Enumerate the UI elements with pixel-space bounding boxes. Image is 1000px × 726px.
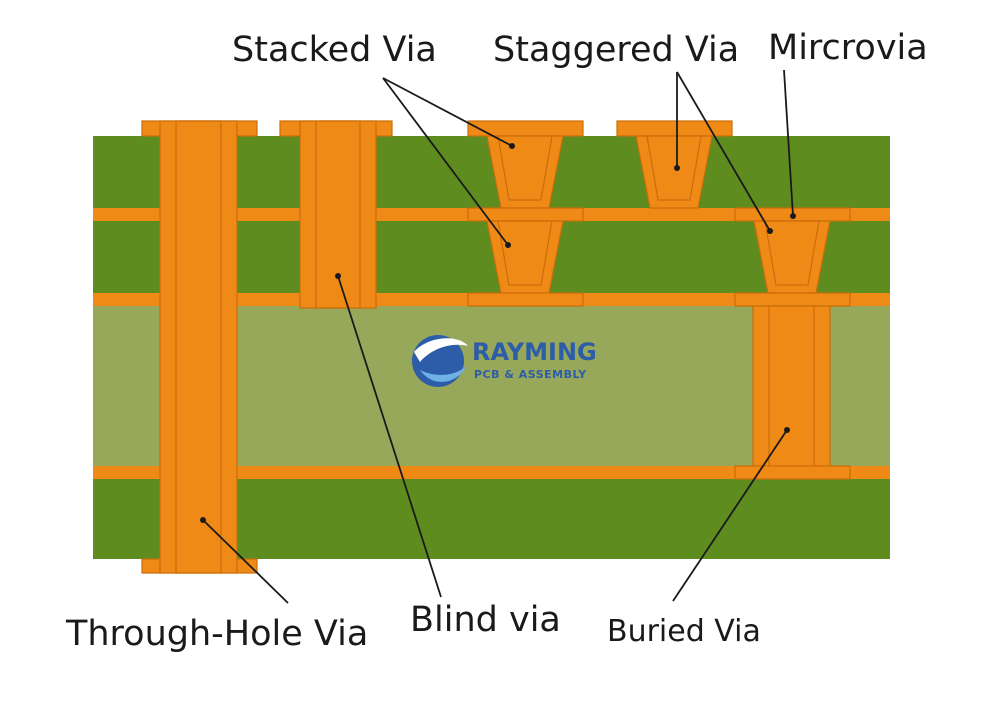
through-hole-leader bbox=[202, 519, 289, 604]
stacked-leader-2 bbox=[382, 77, 509, 246]
stacked-via-upper-inner bbox=[497, 135, 553, 201]
stacked-dot-1 bbox=[509, 143, 515, 149]
logo-name: RAYMING bbox=[472, 338, 597, 366]
stacked-via-top-pad bbox=[467, 120, 584, 137]
microvia-bottom-pad bbox=[734, 292, 851, 307]
buried-leader bbox=[672, 429, 788, 602]
copper-plane-3 bbox=[93, 466, 890, 479]
microvia-leader bbox=[783, 69, 794, 217]
stacked-via-lower-inner bbox=[497, 220, 553, 286]
blind-via-core bbox=[315, 120, 361, 309]
through-hole-via-label: Through-Hole Via bbox=[66, 614, 369, 654]
logo-subtitle: PCB & ASSEMBLY bbox=[474, 368, 587, 381]
staggered-leader-2 bbox=[676, 71, 771, 232]
stacked-leader-1 bbox=[382, 77, 513, 147]
stacked-via-bottom-pad bbox=[467, 292, 584, 307]
buried-via-bottom-pad bbox=[734, 465, 851, 480]
buried-dot bbox=[784, 427, 790, 433]
staggered-via-top-pad bbox=[616, 120, 733, 137]
microvia-label: Mircrovia bbox=[768, 28, 928, 68]
microvia-inner bbox=[764, 220, 820, 286]
blind-leader bbox=[337, 275, 442, 598]
blind-via-label: Blind via bbox=[410, 600, 561, 640]
blind-dot bbox=[335, 273, 341, 279]
rayming-logo-icon bbox=[412, 335, 468, 387]
staggered-via-label: Staggered Via bbox=[493, 30, 740, 70]
buried-via-core bbox=[768, 305, 815, 480]
stacked-via-label: Stacked Via bbox=[232, 30, 437, 70]
through-hole-core bbox=[175, 120, 222, 574]
through-hole-dot bbox=[200, 517, 206, 523]
buried-via-label: Buried Via bbox=[607, 614, 761, 649]
stacked-dot-2 bbox=[505, 242, 511, 248]
staggered-dot-1 bbox=[674, 165, 680, 171]
microvia-dot bbox=[790, 213, 796, 219]
staggered-dot-2 bbox=[767, 228, 773, 234]
